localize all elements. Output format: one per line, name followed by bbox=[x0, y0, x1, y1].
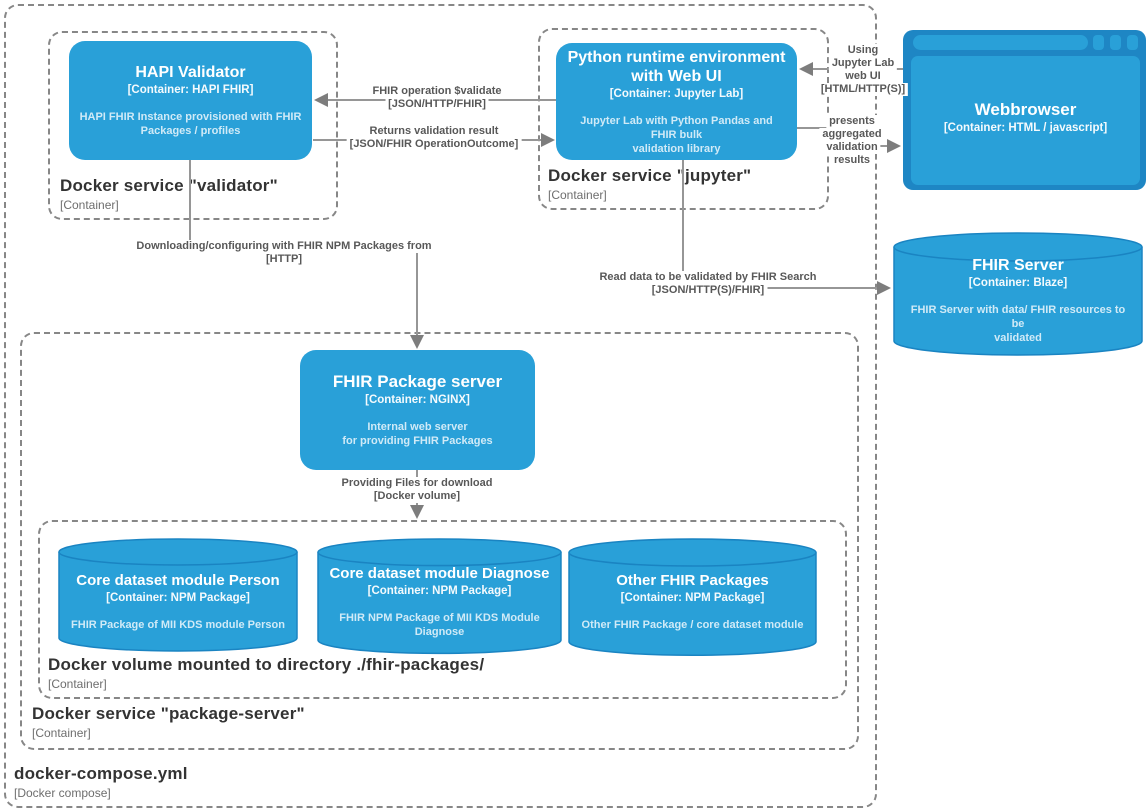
node-other-fhir-packages-title: Other FHIR Packages bbox=[616, 571, 769, 589]
node-webbrowser: Webbrowser [Container: HTML / javascript… bbox=[903, 30, 1146, 190]
browser-address-bar-icon bbox=[913, 35, 1088, 50]
group-service-validator-title: Docker service "validator" bbox=[60, 176, 278, 195]
node-webbrowser-meta: [Container: HTML / javascript] bbox=[943, 121, 1108, 134]
group-service-package-server-meta: [Container] bbox=[32, 726, 91, 740]
relation-label-using: Using Jupyter Lab web UI [HTML/HTTP(S)] bbox=[817, 44, 909, 96]
group-service-package-server-title: Docker service "package-server" bbox=[32, 704, 305, 723]
node-hapi-validator-title: HAPI Validator bbox=[135, 64, 246, 81]
node-core-dataset-diagnose-title: Core dataset module Diagnose bbox=[329, 564, 550, 582]
node-fhir-package-server-desc: Internal web server for providing FHIR P… bbox=[342, 421, 493, 447]
relation-label-read: Read data to be validated by FHIR Search… bbox=[596, 271, 820, 297]
node-webbrowser-title: Webbrowser bbox=[974, 99, 1077, 119]
group-docker-compose: docker-compose.yml [Docker compose] bbox=[4, 4, 877, 808]
database-cylinder-icon bbox=[568, 538, 817, 657]
browser-viewport: Webbrowser [Container: HTML / javascript… bbox=[911, 56, 1140, 185]
node-fhir-server-desc: FHIR Server with data/ FHIR resources to… bbox=[910, 304, 1126, 344]
node-core-dataset-diagnose-meta: [Container: NPM Package] bbox=[367, 584, 512, 597]
group-docker-volume: Docker volume mounted to directory ./fhi… bbox=[38, 520, 847, 699]
node-core-dataset-person-title: Core dataset module Person bbox=[76, 571, 280, 589]
node-fhir-package-server: FHIR Package server [Container: NGINX] I… bbox=[300, 350, 535, 470]
database-cylinder-icon bbox=[317, 538, 562, 655]
node-core-dataset-diagnose: Core dataset module Diagnose [Container:… bbox=[317, 538, 562, 655]
group-service-jupyter-meta: [Container] bbox=[548, 188, 607, 202]
node-core-dataset-person-desc: FHIR Package of MII KDS module Person bbox=[71, 618, 285, 631]
node-core-dataset-diagnose-desc: FHIR NPM Package of MII KDS Module Diagn… bbox=[339, 611, 540, 638]
node-fhir-package-server-title: FHIR Package server bbox=[332, 372, 503, 391]
database-cylinder-icon bbox=[893, 232, 1143, 356]
node-fhir-server-meta: [Container: Blaze] bbox=[968, 277, 1068, 289]
node-fhir-package-server-meta: [Container: NGINX] bbox=[365, 394, 470, 406]
node-python-runtime-desc: Jupyter Lab with Python Pandas and FHIR … bbox=[580, 114, 773, 155]
group-service-validator-meta: [Container] bbox=[60, 198, 119, 212]
browser-button-icon bbox=[1093, 35, 1104, 50]
node-core-dataset-person-meta: [Container: NPM Package] bbox=[106, 591, 250, 604]
relation-label-presents: presents aggregated validation results bbox=[819, 115, 885, 167]
node-hapi-validator: HAPI Validator [Container: HAPI FHIR] HA… bbox=[69, 41, 312, 160]
node-hapi-validator-meta: [Container: HAPI FHIR] bbox=[127, 84, 254, 96]
node-python-runtime-meta: [Container: Jupyter Lab] bbox=[609, 87, 744, 100]
browser-button-icon bbox=[1127, 35, 1138, 50]
relation-label-download: Downloading/configuring with FHIR NPM Pa… bbox=[133, 240, 435, 266]
group-docker-compose-meta: [Docker compose] bbox=[14, 786, 111, 800]
relation-label-providing: Providing Files for download [Docker vol… bbox=[338, 477, 496, 503]
node-other-fhir-packages-desc: Other FHIR Package / core dataset module bbox=[581, 618, 804, 631]
group-docker-compose-title: docker-compose.yml bbox=[14, 764, 188, 783]
group-docker-volume-title: Docker volume mounted to directory ./fhi… bbox=[48, 655, 485, 674]
node-hapi-validator-desc: HAPI FHIR Instance provisioned with FHIR… bbox=[79, 111, 302, 137]
node-other-fhir-packages: Other FHIR Packages [Container: NPM Pack… bbox=[568, 538, 817, 657]
node-fhir-server: FHIR Server [Container: Blaze] FHIR Serv… bbox=[893, 232, 1143, 357]
node-core-dataset-person: Core dataset module Person [Container: N… bbox=[58, 538, 298, 653]
node-python-runtime: Python runtime environment with Web UI [… bbox=[556, 43, 797, 160]
browser-button-icon bbox=[1110, 35, 1121, 50]
group-service-validator: Docker service "validator" [Container] bbox=[48, 31, 338, 220]
database-cylinder-icon bbox=[58, 538, 298, 652]
node-other-fhir-packages-meta: [Container: NPM Package] bbox=[620, 591, 765, 604]
group-service-jupyter-title: Docker service "jupyter" bbox=[548, 166, 752, 185]
group-service-package-server: Docker service "package-server" [Contain… bbox=[20, 332, 859, 750]
relation-label-returns: Returns validation result [JSON/FHIR Ope… bbox=[346, 125, 522, 151]
node-fhir-server-title: FHIR Server bbox=[972, 257, 1064, 274]
relation-label-validate: FHIR operation $validate [JSON/HTTP/FHIR… bbox=[369, 85, 505, 111]
node-python-runtime-title: Python runtime environment with Web UI bbox=[567, 48, 786, 85]
group-docker-volume-meta: [Container] bbox=[48, 677, 107, 691]
